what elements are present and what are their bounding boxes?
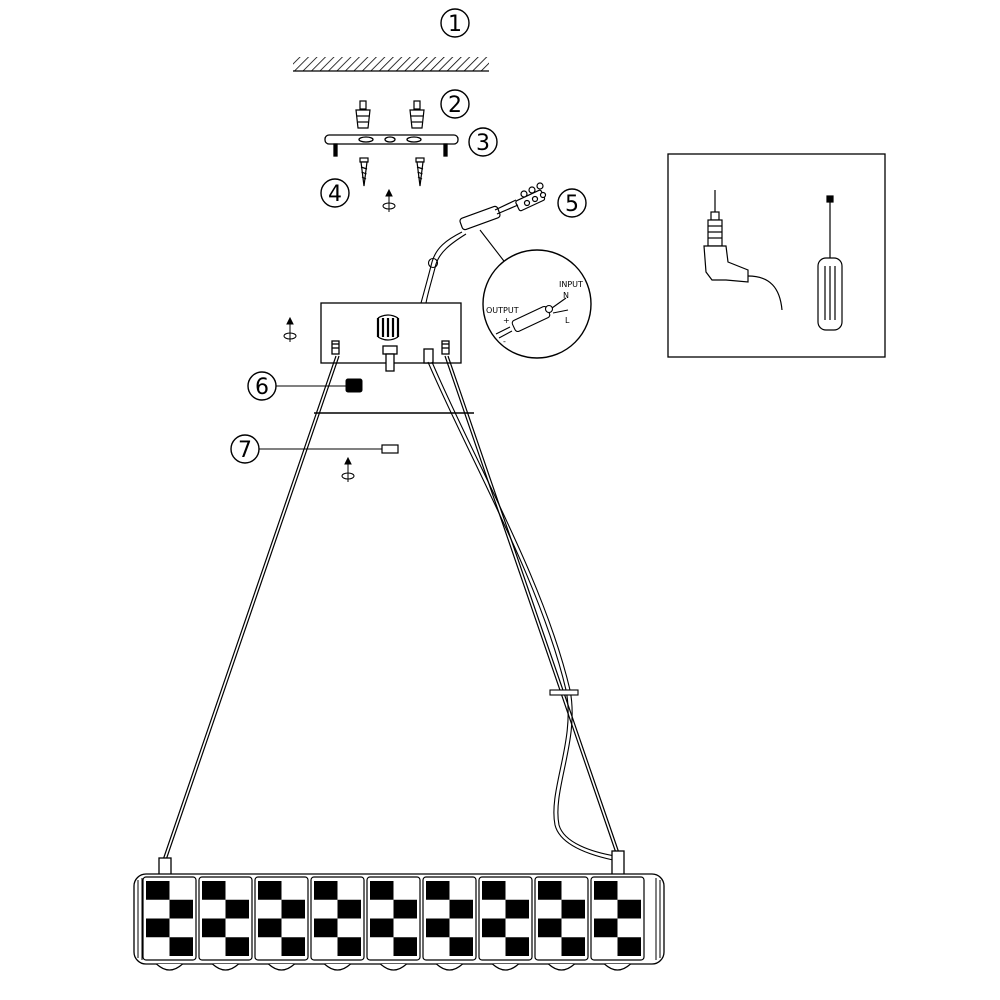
fixture-foot [156, 963, 183, 971]
wall-plugs [355, 100, 425, 129]
fixture-panel [478, 876, 533, 961]
fixture-foot [324, 963, 351, 971]
callout-2-label: 2 [448, 93, 462, 118]
terminal-block [515, 182, 547, 212]
fixture-panels [142, 876, 645, 961]
fixture-foot [268, 963, 295, 971]
callout-1-label: 1 [448, 12, 462, 37]
callout-4: 4 [320, 178, 350, 208]
driver-wires [420, 231, 467, 304]
fixture-foot [604, 963, 631, 971]
callout-6-label: 6 [255, 375, 269, 400]
cable-gripper [276, 378, 363, 393]
fixture-foot [492, 963, 519, 971]
fixture-panel [366, 876, 421, 961]
callout-7-label: 7 [238, 438, 252, 463]
callout-3-label: 3 [476, 131, 490, 156]
fixture-foot [548, 963, 575, 971]
cable-stopper [258, 444, 399, 454]
rotate-arrow-icon [382, 188, 396, 212]
screws [359, 157, 425, 187]
callout-4-label: 4 [328, 182, 342, 207]
callout-5: 5 [557, 188, 587, 218]
input-label: INPUT [559, 280, 583, 289]
fixture-foot [436, 963, 463, 971]
fixture-panel [142, 876, 197, 961]
output-plus: + [503, 316, 510, 325]
fixture-panel [534, 876, 589, 961]
rotate-arrow-icon [341, 456, 355, 482]
wall-plug-left [355, 100, 371, 129]
callout-6: 6 [247, 371, 277, 401]
output-minus: - [503, 337, 506, 346]
fixture-foot [212, 963, 239, 971]
wall-plug-right [409, 100, 425, 129]
fixture-panel [198, 876, 253, 961]
fixture-foot [380, 963, 407, 971]
fixture-feet [156, 963, 631, 971]
fixture-panel [310, 876, 365, 961]
input-n-label: N [563, 291, 569, 300]
suspension-cables [162, 355, 620, 861]
mounting-bracket [324, 134, 459, 157]
callout-5-label: 5 [565, 192, 579, 217]
screw-right [415, 157, 425, 187]
callout-2: 2 [440, 89, 470, 119]
callout-7: 7 [230, 434, 260, 464]
screwdriver-icon [817, 195, 843, 331]
drill-icon [703, 190, 783, 311]
canopy [320, 302, 462, 372]
screw-left [359, 157, 369, 187]
wiring-detail: OUTPUT + - INPUT N L [479, 229, 592, 359]
power-cord [427, 361, 616, 861]
output-label: OUTPUT [486, 306, 519, 315]
led-driver [459, 199, 519, 231]
callout-1: 1 [440, 8, 470, 38]
input-l-label: L [565, 316, 570, 325]
rotate-arrow-icon [283, 316, 297, 342]
tools-box [667, 153, 886, 358]
fixture-panel [254, 876, 309, 961]
callout-3: 3 [468, 127, 498, 157]
ceiling [293, 57, 489, 72]
fixture-panel [590, 876, 645, 961]
fixture-panel [422, 876, 477, 961]
